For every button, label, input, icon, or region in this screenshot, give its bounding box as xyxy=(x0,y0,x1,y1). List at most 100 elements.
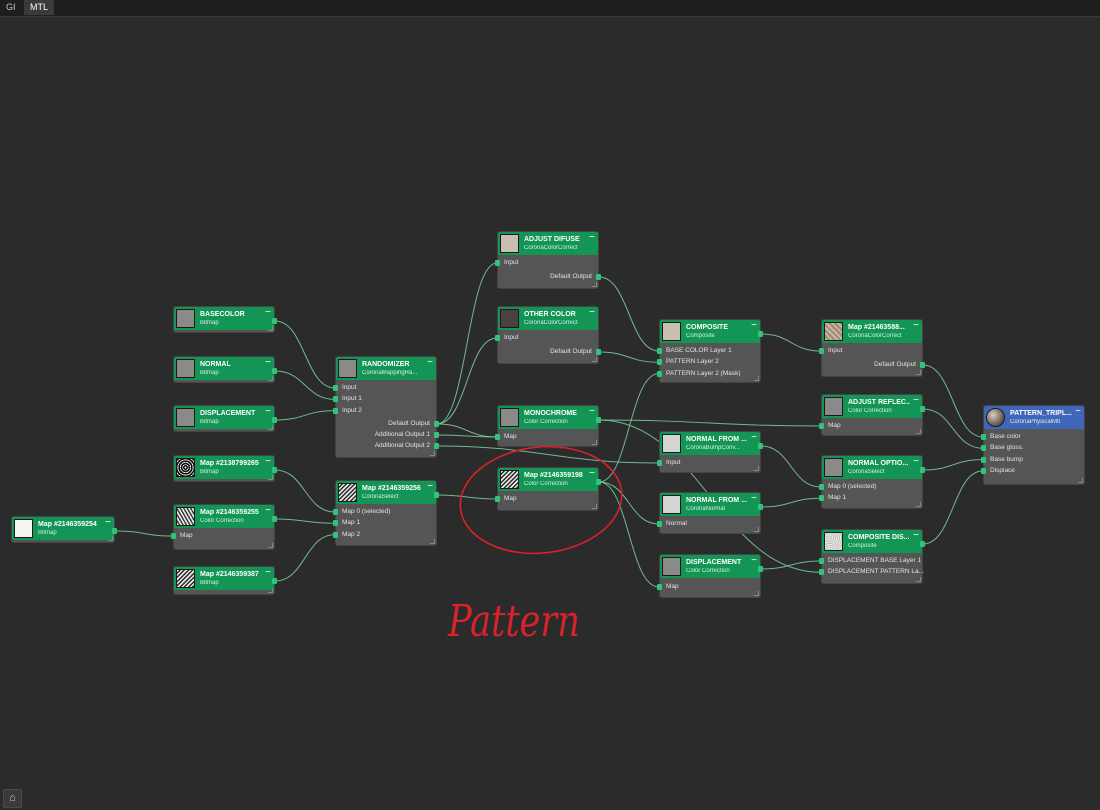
resize-handle[interactable] xyxy=(430,539,435,544)
wire-randomizer-to-monochrome[interactable] xyxy=(436,423,498,438)
resize-handle[interactable] xyxy=(916,370,921,375)
input-port[interactable] xyxy=(333,531,338,538)
input-port[interactable] xyxy=(819,558,824,564)
output-port[interactable] xyxy=(272,318,277,324)
wire-randomizer-to-normfrom1[interactable] xyxy=(436,445,660,464)
node-header[interactable]: PATTERN_TRIPL...CoronaPhysicalMtl− xyxy=(984,406,1084,429)
output-port[interactable] xyxy=(434,492,439,498)
output-port[interactable] xyxy=(434,432,439,438)
resize-handle[interactable] xyxy=(108,536,113,541)
resize-handle[interactable] xyxy=(754,591,759,596)
collapse-icon[interactable]: − xyxy=(265,406,271,417)
input-port[interactable] xyxy=(819,348,824,354)
input-port[interactable] xyxy=(819,484,824,490)
node-normfrom2[interactable]: NORMAL FROM ...CoronaNormal−Normal xyxy=(657,493,763,533)
resize-handle[interactable] xyxy=(754,527,759,532)
wire-othercolor-to-composite[interactable] xyxy=(598,351,660,363)
input-port[interactable] xyxy=(495,496,500,502)
resize-handle[interactable] xyxy=(1078,478,1083,483)
input-port[interactable] xyxy=(171,533,176,539)
resize-handle[interactable] xyxy=(268,376,273,381)
wire-map387-to-map256[interactable] xyxy=(274,534,336,582)
tab-mtl[interactable]: MTL xyxy=(24,0,54,15)
output-port[interactable] xyxy=(434,443,439,449)
output-port[interactable] xyxy=(920,362,925,368)
input-port[interactable] xyxy=(657,460,662,466)
output-port[interactable] xyxy=(920,541,925,547)
node-header[interactable]: ADJUST REFLEC...Color Correction− xyxy=(822,395,922,418)
input-port[interactable] xyxy=(657,370,662,377)
input-port[interactable] xyxy=(657,521,662,527)
resize-handle[interactable] xyxy=(592,440,597,445)
resize-handle[interactable] xyxy=(754,376,759,381)
node-normfrom1[interactable]: NORMAL FROM ...CoronaBumpConv...−Input xyxy=(657,432,763,472)
node-header[interactable]: Map #21463588...CoronaColorCorrect− xyxy=(822,320,922,343)
wire-map198-to-disp2[interactable] xyxy=(598,481,660,588)
resize-handle[interactable] xyxy=(916,429,921,434)
collapse-icon[interactable]: − xyxy=(913,320,919,331)
collapse-icon[interactable]: − xyxy=(751,493,757,504)
wire-randomizer-to-othercolor[interactable] xyxy=(436,337,498,425)
node-normopt[interactable]: NORMAL OPTIO...CoronaSelect−Map 0 (selec… xyxy=(819,456,925,508)
input-port[interactable] xyxy=(495,434,500,440)
wire-map255-to-map256[interactable] xyxy=(274,518,336,524)
input-port[interactable] xyxy=(819,423,824,429)
resize-handle[interactable] xyxy=(268,425,273,430)
resize-handle[interactable] xyxy=(430,451,435,456)
collapse-icon[interactable]: − xyxy=(589,406,595,417)
collapse-icon[interactable]: − xyxy=(589,232,595,243)
output-port[interactable] xyxy=(596,349,601,355)
wire-compdisp-to-pattern[interactable] xyxy=(922,470,984,545)
collapse-icon[interactable]: − xyxy=(265,456,271,467)
input-port[interactable] xyxy=(819,569,824,576)
output-port[interactable] xyxy=(758,566,763,572)
output-port[interactable] xyxy=(596,479,601,485)
node-compdisp[interactable]: COMPOSITE DIS...Composite−DISPLACEMENT B… xyxy=(819,530,925,583)
layout-icon[interactable]: ⌂ xyxy=(3,789,22,808)
wire-basecolor-to-randomizer[interactable] xyxy=(274,320,336,389)
node-header[interactable]: NORMAL OPTIO...CoronaSelect− xyxy=(822,456,922,479)
wire-normfrom2-to-normopt[interactable] xyxy=(760,497,822,508)
resize-handle[interactable] xyxy=(754,466,759,471)
input-port[interactable] xyxy=(981,467,986,474)
collapse-icon[interactable]: − xyxy=(265,505,271,516)
wire-monochrome-to-adjrefl[interactable] xyxy=(598,419,822,427)
tab-gi[interactable]: GI xyxy=(6,2,16,12)
resize-handle[interactable] xyxy=(916,577,921,582)
node-map588[interactable]: Map #21463588...CoronaColorCorrect−Input… xyxy=(819,320,925,376)
input-port[interactable] xyxy=(981,445,986,452)
wire-normfrom1-to-normopt[interactable] xyxy=(760,445,822,488)
output-port[interactable] xyxy=(758,443,763,449)
wire-map198-to-normfrom2[interactable] xyxy=(598,481,660,525)
node-header[interactable]: NORMAL FROM ...CoronaNormal− xyxy=(660,493,760,516)
input-port[interactable] xyxy=(333,385,338,391)
input-port[interactable] xyxy=(981,434,986,440)
wire-composite-to-map588[interactable] xyxy=(760,333,822,352)
input-port[interactable] xyxy=(495,335,500,341)
resize-handle[interactable] xyxy=(592,282,597,287)
input-port[interactable] xyxy=(333,509,338,515)
resize-handle[interactable] xyxy=(268,475,273,480)
collapse-icon[interactable]: − xyxy=(265,567,271,578)
wire-displacement-to-randomizer[interactable] xyxy=(274,410,336,421)
output-port[interactable] xyxy=(272,417,277,423)
